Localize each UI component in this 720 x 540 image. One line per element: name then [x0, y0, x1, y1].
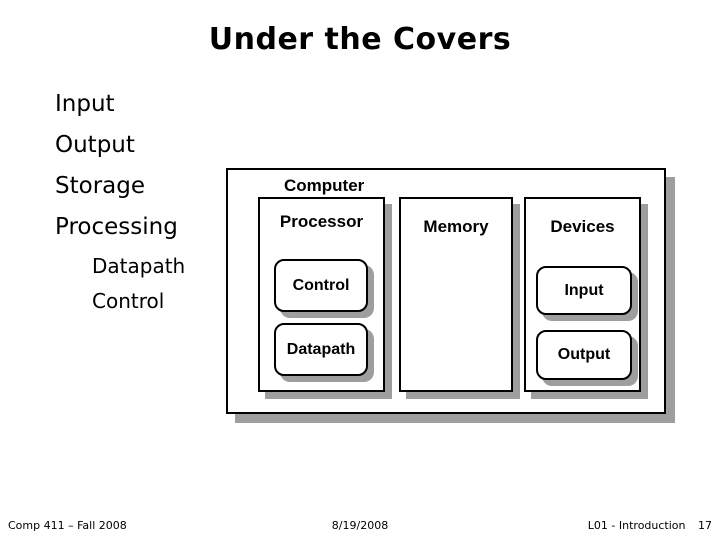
bullet-processing: Processing [55, 214, 178, 240]
processor-box: Processor Control Datapath [258, 197, 385, 392]
bullet-output: Output [55, 132, 135, 158]
footer-course: Comp 411 – Fall 2008 [8, 519, 127, 532]
input-label: Input [564, 281, 604, 299]
output-box: Output [536, 330, 632, 380]
devices-box: Devices Input Output [524, 197, 641, 392]
footer-date: 8/19/2008 [331, 519, 389, 532]
computer-diagram: Computer Processor Control Datapath Memo… [226, 168, 666, 414]
control-label: Control [292, 276, 350, 294]
footer-lecture: L01 - Introduction 17 [588, 519, 712, 533]
control-box: Control [274, 259, 368, 312]
footer-page-number: 17 [698, 519, 712, 532]
footer: Comp 411 – Fall 2008 8/19/2008 L01 - Int… [0, 519, 720, 535]
computer-box-label: Computer [284, 176, 365, 195]
memory-label: Memory [423, 217, 489, 236]
output-label: Output [557, 346, 611, 363]
bullet-storage: Storage [55, 173, 145, 199]
processor-label: Processor [279, 212, 364, 231]
input-box: Input [536, 266, 632, 315]
memory-box: Memory [399, 197, 513, 392]
bullet-list: Input Output Storage Processing Datapath… [55, 90, 255, 324]
bullet-control: Control [92, 289, 165, 313]
datapath-box: Datapath [274, 323, 368, 376]
bullet-datapath: Datapath [92, 254, 186, 278]
devices-label: Devices [550, 217, 615, 236]
page-title: Under the Covers [208, 22, 512, 57]
bullet-input: Input [55, 91, 115, 117]
datapath-label: Datapath [286, 340, 356, 358]
footer-lecture-label: L01 - Introduction [587, 519, 686, 532]
